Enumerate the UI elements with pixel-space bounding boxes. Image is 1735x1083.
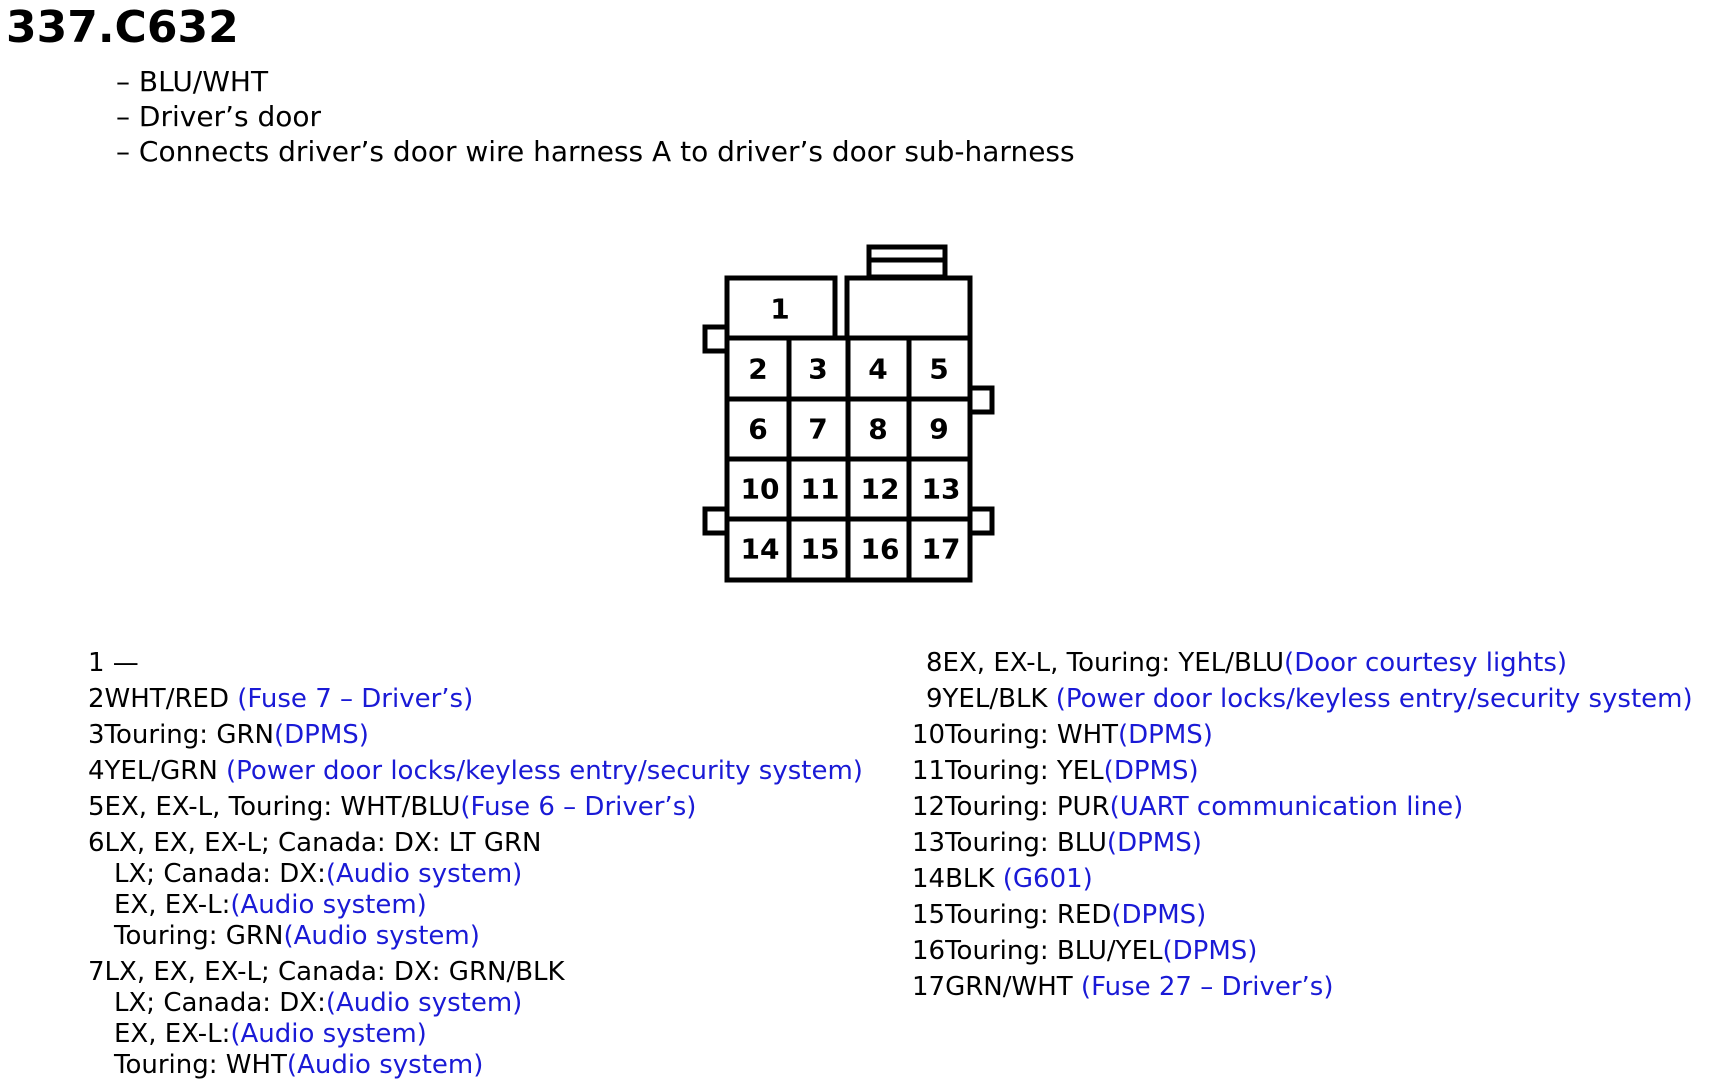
dpms-link[interactable]: (DPMS) — [273, 720, 369, 750]
pin-entry-14: 14BLK (G601) — [912, 864, 1093, 894]
audio-system-link[interactable]: (Audio system) — [283, 921, 480, 951]
pin-entry-7-sub-1: LX; Canada: DX:(Audio system) — [114, 988, 523, 1018]
pin-label-17: 17 — [922, 533, 961, 566]
pin-entry-6-sub-3: Touring: GRN(Audio system) — [114, 921, 480, 951]
audio-system-link[interactable]: (Audio system) — [230, 890, 427, 920]
pin-entry-16: 16Touring: BLU/YEL(DPMS) — [912, 936, 1258, 966]
fuse-7-link[interactable]: (Fuse 7 – Driver’s) — [237, 684, 474, 714]
pin-entry-8: 8EX, EX-L, Touring: YEL/BLU(Door courtes… — [926, 648, 1568, 678]
connector-description: – BLU/WHT – Driver’s door – Connects dri… — [116, 64, 1075, 169]
pin-entry-2: 2WHT/RED (Fuse 7 – Driver’s) — [88, 684, 474, 714]
audio-system-link[interactable]: (Audio system) — [230, 1019, 427, 1049]
pin-entry-7: 7LX, EX, EX-L; Canada: DX: GRN/BLK — [88, 957, 565, 987]
g601-link[interactable]: (G601) — [1002, 864, 1093, 894]
pin-label-12: 12 — [861, 473, 900, 506]
pin-label-14: 14 — [741, 533, 780, 566]
pin-entry-7-sub-3: Touring: WHT(Audio system) — [114, 1050, 484, 1080]
dpms-link[interactable]: (DPMS) — [1111, 900, 1207, 930]
connector-outline — [702, 244, 995, 583]
pin-entry-6: 6LX, EX, EX-L; Canada: DX: LT GRN — [88, 828, 542, 858]
latch-right-upper — [967, 385, 995, 415]
power-door-locks-link[interactable]: (Power door locks/keyless entry/security… — [1055, 684, 1693, 714]
connector-title: 337.C632 — [6, 2, 239, 53]
door-courtesy-lights-link[interactable]: (Door courtesy lights) — [1284, 648, 1568, 678]
pin-label-15: 15 — [801, 533, 840, 566]
audio-system-link[interactable]: (Audio system) — [325, 859, 523, 889]
fuse-27-link[interactable]: (Fuse 27 – Driver’s) — [1080, 972, 1334, 1002]
pin-label-7: 7 — [808, 413, 827, 446]
description-color: – BLU/WHT — [116, 65, 269, 98]
pin-label-3: 3 — [808, 353, 827, 386]
pin-label-11: 11 — [801, 473, 840, 506]
pin-label-6: 6 — [748, 413, 767, 446]
pin-label-2: 2 — [748, 353, 767, 386]
pin-entry-17: 17GRN/WHT (Fuse 27 – Driver’s) — [912, 972, 1334, 1002]
power-door-locks-link[interactable]: (Power door locks/keyless entry/security… — [226, 756, 863, 786]
description-function: – Connects driver’s door wire harness A … — [116, 135, 1075, 168]
pin-labels: 1 2 3 4 5 6 7 8 9 10 11 12 13 14 15 16 1… — [741, 293, 961, 566]
pin-entry-4: 4YEL/GRN (Power door locks/keyless entry… — [88, 756, 863, 786]
dpms-link[interactable]: (DPMS) — [1103, 756, 1199, 786]
dpms-link[interactable]: (DPMS) — [1162, 936, 1258, 966]
description-location: – Driver’s door — [116, 100, 321, 133]
pin-entry-7-sub-2: EX, EX-L:(Audio system) — [114, 1019, 427, 1049]
pin-entry-3: 3Touring: GRN(DPMS) — [88, 720, 369, 750]
pin-entry-15: 15Touring: RED(DPMS) — [912, 900, 1207, 930]
latch-left-lower — [702, 506, 730, 536]
pin-label-9: 9 — [929, 413, 948, 446]
pin-label-16: 16 — [861, 533, 900, 566]
pin-label-5: 5 — [929, 353, 948, 386]
pin-entry-6-sub-1: LX; Canada: DX:(Audio system) — [114, 859, 523, 889]
latch-right-lower — [967, 506, 995, 536]
pin-entry-1: 1 — — [88, 648, 139, 678]
pin-entry-5: 5EX, EX-L, Touring: WHT/BLU(Fuse 6 – Dri… — [88, 792, 697, 822]
audio-system-link[interactable]: (Audio system) — [286, 1050, 484, 1080]
pin-entry-9: 9YEL/BLK (Power door locks/keyless entry… — [926, 684, 1693, 714]
pin-label-4: 4 — [868, 353, 887, 386]
dpms-link[interactable]: (DPMS) — [1106, 828, 1202, 858]
blank-cavity-frame — [844, 275, 973, 341]
pin-entry-11: 11Touring: YEL(DPMS) — [912, 756, 1199, 786]
pin-label-13: 13 — [922, 473, 961, 506]
pin-label-8: 8 — [868, 413, 887, 446]
pin-entry-12: 12Touring: PUR(UART communication line) — [912, 792, 1464, 822]
pin-label-10: 10 — [741, 473, 780, 506]
latch-left-upper — [702, 324, 730, 354]
uart-communication-link[interactable]: (UART communication line) — [1109, 792, 1464, 822]
fuse-6-link[interactable]: (Fuse 6 – Driver’s) — [460, 792, 697, 822]
audio-system-link[interactable]: (Audio system) — [325, 988, 523, 1018]
dpms-link[interactable]: (DPMS) — [1118, 720, 1213, 750]
pin-entry-13: 13Touring: BLU(DPMS) — [912, 828, 1202, 858]
pin-entry-10: 10Touring: WHT(DPMS) — [912, 720, 1213, 750]
pin-label-1: 1 — [770, 293, 789, 326]
pin-entry-6-sub-2: EX, EX-L:(Audio system) — [114, 890, 427, 920]
